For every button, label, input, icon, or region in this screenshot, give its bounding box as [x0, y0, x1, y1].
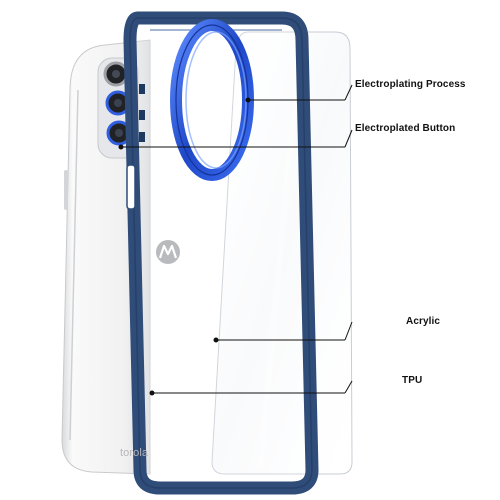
motorola-logo: [156, 240, 180, 264]
callout-leader-lines: [118, 84, 353, 396]
phone-brand-text: torola: [120, 447, 149, 459]
callout-electroplating-process: Electroplating Process: [355, 79, 466, 90]
callout-tpu: TPU: [402, 375, 423, 386]
callout-electroplated-button: Electroplated Button: [355, 123, 456, 134]
callout-acrylic: Acrylic: [406, 316, 441, 327]
